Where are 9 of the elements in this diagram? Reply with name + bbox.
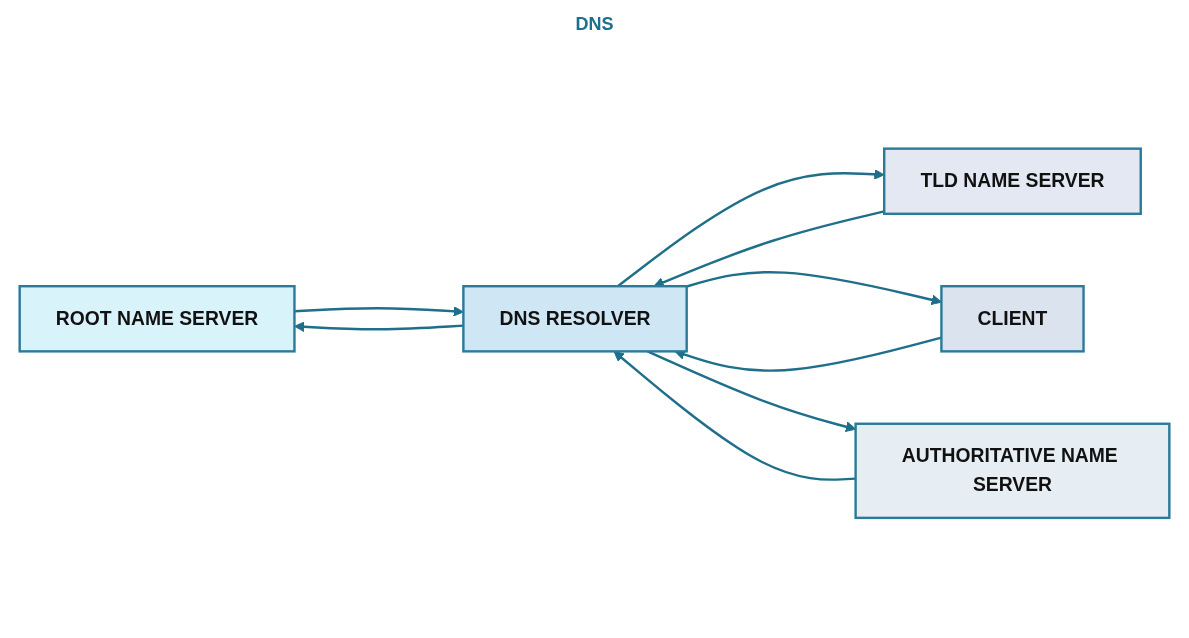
arrow [294,306,464,317]
arrow [613,351,856,482]
node-box: ROOT NAME SERVER [18,285,296,353]
arrow [686,271,942,306]
node-box: DNS RESOLVER [462,285,688,353]
node-box: AUTHORITATIVE NAME SERVER [854,422,1171,520]
globe-label: DNS [575,14,614,34]
node-box: TLD NAME SERVER [883,147,1142,216]
node-box: CLIENT [940,285,1085,353]
